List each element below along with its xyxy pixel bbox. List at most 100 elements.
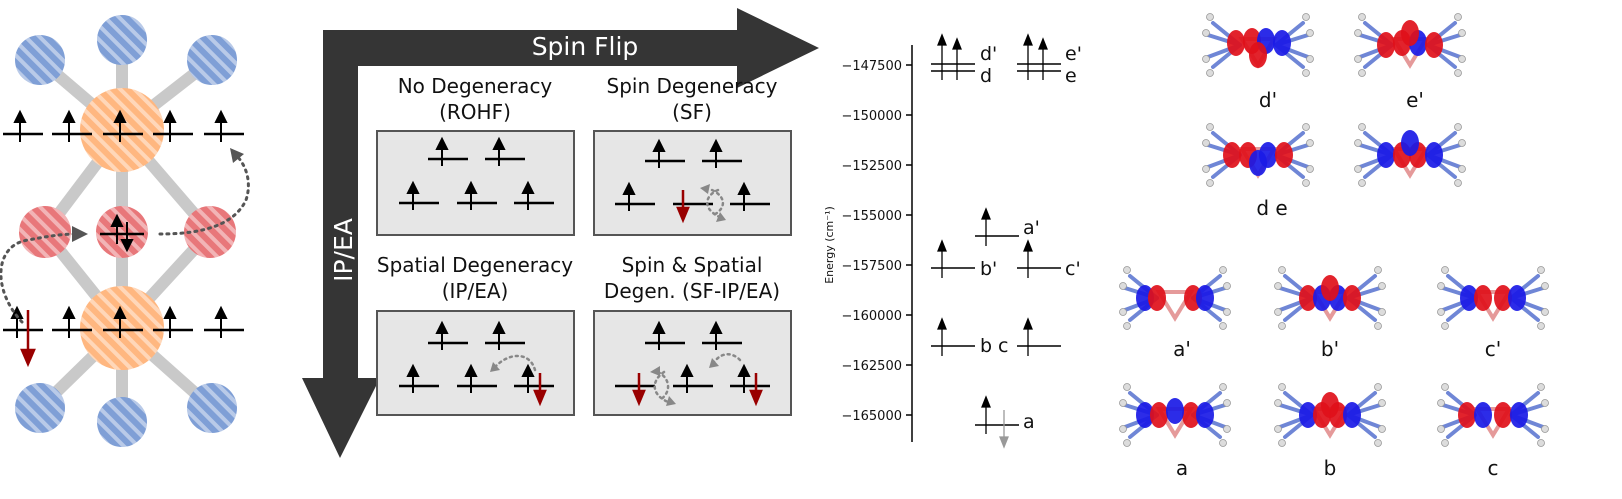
orbital-lobe bbox=[1249, 150, 1267, 176]
hydrogen-atom bbox=[1358, 123, 1366, 131]
orbital-label: d' bbox=[1259, 88, 1277, 112]
energy-level-labels: d' d e' e a' b' c' b c a bbox=[980, 43, 1082, 433]
hydrogen-atom bbox=[1119, 282, 1127, 290]
orbital-lobe bbox=[1474, 285, 1492, 311]
hydrogen-atom bbox=[1354, 139, 1362, 147]
hydrogen-atom bbox=[1219, 439, 1227, 447]
orbital-lobe bbox=[1150, 402, 1168, 428]
hydrogen-atom bbox=[1123, 322, 1131, 330]
tick-label: −157500 bbox=[841, 259, 902, 274]
orbital-picture bbox=[1274, 266, 1386, 330]
hydrogen-atom bbox=[1541, 308, 1549, 316]
orbital-lobe bbox=[1166, 398, 1184, 424]
hydrogen-atom bbox=[1537, 383, 1545, 391]
hydrogen-atom bbox=[1441, 322, 1449, 330]
hydrogen-atom bbox=[1278, 383, 1286, 391]
orbital-lobe bbox=[1182, 402, 1200, 428]
hydrogen-atom bbox=[1454, 13, 1462, 21]
hydrogen-atom bbox=[1441, 383, 1449, 391]
hydrogen-atom bbox=[1123, 266, 1131, 274]
orbital-lobe bbox=[1275, 142, 1293, 168]
hydrogen-atom bbox=[1441, 439, 1449, 447]
lower-spin-arrows bbox=[10, 305, 228, 338]
orbital-labels: d' e' d e a' b' c' a b c bbox=[1173, 88, 1501, 480]
panel-4-title: Spin & Spatial bbox=[622, 253, 763, 277]
level-label: e' bbox=[1065, 43, 1082, 65]
orbital-images bbox=[1119, 13, 1549, 447]
level-label: d bbox=[980, 65, 992, 87]
panel-3-subtitle: (IP/EA) bbox=[442, 279, 509, 303]
level-label: a' bbox=[1023, 217, 1040, 239]
orbital-lobe bbox=[1148, 285, 1166, 311]
hydrogen-atom bbox=[1274, 399, 1282, 407]
hydrogen-atom bbox=[1223, 282, 1231, 290]
spin-flip-label: Spin Flip bbox=[532, 32, 639, 61]
orbital-picture bbox=[1119, 266, 1231, 330]
hydrogen-atom bbox=[1374, 322, 1382, 330]
upper-spin-arrows bbox=[13, 109, 228, 142]
tick-label: −152500 bbox=[841, 159, 902, 174]
y-ticks bbox=[906, 64, 912, 416]
orbital-lobe bbox=[1321, 392, 1339, 418]
hydrogen-atom bbox=[1302, 69, 1310, 77]
tick-label: −162500 bbox=[841, 359, 902, 374]
hop-arrow-right-head bbox=[230, 148, 244, 163]
hydrogen-atom bbox=[1437, 425, 1445, 433]
spin-flip-arrow bbox=[323, 8, 819, 378]
hydrogen-atom bbox=[1541, 425, 1549, 433]
hydrogen-atom bbox=[1458, 139, 1466, 147]
panel-exchange-arrows bbox=[494, 188, 742, 404]
orbital-lobe bbox=[1299, 402, 1317, 428]
hydrogen-atom bbox=[1537, 322, 1545, 330]
orbital-lobe bbox=[1510, 402, 1528, 428]
hydrogen-atom bbox=[1119, 308, 1127, 316]
level-label: a bbox=[1023, 411, 1035, 433]
hydrogen-atom bbox=[1202, 165, 1210, 173]
hydrogen-atom bbox=[1354, 29, 1362, 37]
hydrogen-atom bbox=[1354, 55, 1362, 63]
hydrogen-atom bbox=[1374, 383, 1382, 391]
panel-flipped-spins bbox=[533, 190, 763, 407]
hydrogen-atom bbox=[1454, 69, 1462, 77]
hydrogen-atom bbox=[1278, 266, 1286, 274]
hydrogen-atom bbox=[1219, 383, 1227, 391]
hydrogen-atom bbox=[1374, 439, 1382, 447]
hydrogen-atom bbox=[1274, 425, 1282, 433]
hydrogen-atom bbox=[1302, 123, 1310, 131]
hydrogen-atom bbox=[1541, 399, 1549, 407]
lattice-diagram bbox=[0, 15, 250, 447]
hydrogen-atom bbox=[1358, 179, 1366, 187]
tick-label: −160000 bbox=[841, 309, 902, 324]
y-tick-labels: −147500 −150000 −152500 −155000 −157500 … bbox=[841, 59, 902, 424]
orbital-lobe bbox=[1401, 130, 1419, 156]
orbital-picture bbox=[1437, 383, 1549, 447]
hydrogen-atom bbox=[1202, 139, 1210, 147]
hydrogen-atom bbox=[1458, 29, 1466, 37]
hydrogen-atom bbox=[1223, 399, 1231, 407]
blue-atoms bbox=[15, 15, 237, 447]
orbital-picture bbox=[1202, 13, 1314, 77]
panel-1-subtitle: (ROHF) bbox=[439, 100, 511, 124]
hydrogen-atom bbox=[1354, 165, 1362, 173]
hydrogen-atom bbox=[1119, 399, 1127, 407]
hydrogen-atom bbox=[1437, 282, 1445, 290]
orbital-lobe bbox=[1425, 142, 1443, 168]
orbital-label: a bbox=[1176, 456, 1188, 480]
hydrogen-atom bbox=[1274, 308, 1282, 316]
hydrogen-atom bbox=[1541, 282, 1549, 290]
hydrogen-atom bbox=[1302, 13, 1310, 21]
orbital-lobe bbox=[1196, 402, 1214, 428]
ip-ea-label: IP/EA bbox=[329, 218, 358, 282]
orbital-label: c bbox=[1488, 456, 1499, 480]
orbital-picture bbox=[1354, 13, 1466, 77]
hydrogen-atom bbox=[1437, 399, 1445, 407]
orbital-label: b' bbox=[1321, 337, 1339, 361]
core-bonds bbox=[1155, 290, 1195, 322]
hydrogen-atom bbox=[1374, 266, 1382, 274]
hydrogen-atom bbox=[1458, 55, 1466, 63]
hydrogen-atom bbox=[1441, 266, 1449, 274]
panel-2-title: Spin Degeneracy bbox=[607, 74, 778, 98]
ip-ea-arrow bbox=[302, 30, 380, 458]
hydrogen-atom bbox=[1223, 425, 1231, 433]
